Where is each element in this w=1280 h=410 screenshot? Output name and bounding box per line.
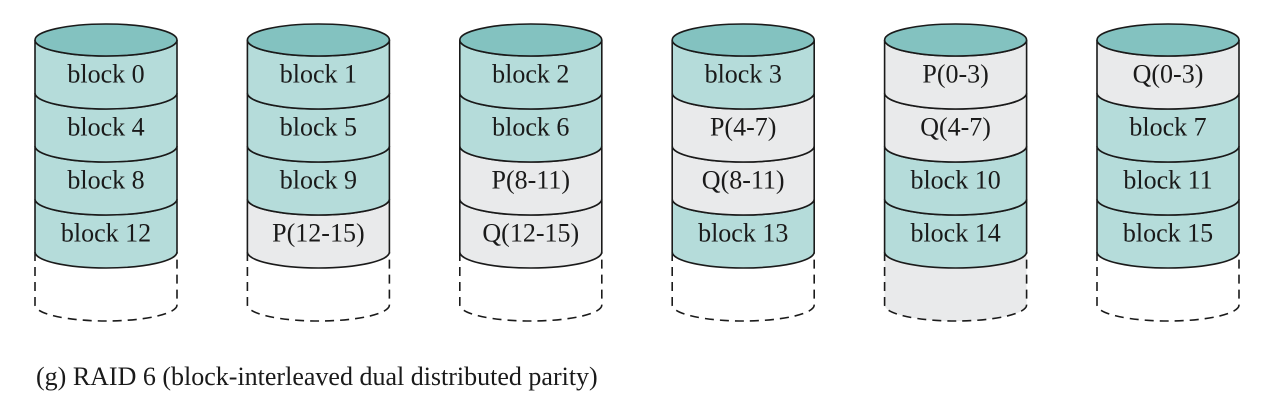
block-label: block 0 xyxy=(67,60,144,89)
disk-1: P(12-15) block 9 block 5 block 1 xyxy=(246,23,391,322)
spare-space-fill xyxy=(884,252,1027,321)
disk-block: Q(4-7) xyxy=(883,92,1028,163)
disk-block: block 14 xyxy=(883,198,1028,269)
disk-0: block 12 block 8 block 4 block 0 xyxy=(34,23,178,322)
block-label: block 1 xyxy=(280,60,357,89)
disk-block: block 15 xyxy=(1096,198,1240,269)
block-label: P(4-7) xyxy=(710,113,776,142)
disk-top-cap xyxy=(458,23,603,57)
block-label: P(12-15) xyxy=(272,219,364,248)
block-label: P(8-11) xyxy=(492,166,570,195)
block-label: block 14 xyxy=(910,219,1000,248)
block-label: block 3 xyxy=(705,60,782,89)
disk-top-cap xyxy=(883,23,1028,57)
disk-block: Q(8-11) xyxy=(671,145,815,216)
disk-4: block 14 block 10 Q(4-7) P(0-3) xyxy=(883,23,1028,322)
disk-block: block 5 xyxy=(246,92,391,163)
block-label: block 6 xyxy=(492,113,569,142)
disk-block: block 1 xyxy=(246,39,391,110)
disk-top-cap xyxy=(1096,23,1240,57)
disk-block: block 12 xyxy=(34,198,178,269)
block-label: Q(8-11) xyxy=(702,166,785,195)
block-label: Q(4-7) xyxy=(920,113,991,142)
block-label: P(0-3) xyxy=(922,60,988,89)
raid6-diagram: block 12 block 8 block 4 block 0 P(12-15) blo… xyxy=(34,23,1240,322)
disk-block: P(12-15) xyxy=(246,198,391,269)
spare-space-outline xyxy=(883,252,1028,322)
disk-block: block 0 xyxy=(34,39,178,110)
disk-2: Q(12-15) P(8-11) block 6 block 2 xyxy=(458,23,603,322)
figure-caption: (g) RAID 6 (block-interleaved dual distr… xyxy=(36,362,598,391)
block-label: block 13 xyxy=(698,219,788,248)
spare-space-outline xyxy=(1096,252,1240,322)
block-label: Q(12-15) xyxy=(482,219,579,248)
disk-block: Q(12-15) xyxy=(459,198,603,269)
block-label: Q(0-3) xyxy=(1133,60,1204,89)
disk-block: block 9 xyxy=(246,145,391,216)
block-label: block 4 xyxy=(67,113,144,142)
disk-3: block 13 Q(8-11) P(4-7) block 3 xyxy=(671,23,816,322)
disk-block: block 3 xyxy=(671,39,815,110)
spare-space-outline xyxy=(459,252,603,322)
disk-5: block 15 block 11 block 7 Q(0-3) xyxy=(1096,23,1240,322)
block-label: block 11 xyxy=(1123,166,1212,195)
disk-block: P(8-11) xyxy=(459,145,603,216)
spare-space-outline xyxy=(34,252,178,322)
block-label: block 12 xyxy=(61,219,151,248)
block-label: block 5 xyxy=(280,113,357,142)
block-label: block 7 xyxy=(1129,113,1206,142)
block-label: block 9 xyxy=(280,166,357,195)
spare-space-outline xyxy=(671,252,815,322)
disk-block: block 7 xyxy=(1096,92,1240,163)
disk-block: block 11 xyxy=(1096,145,1240,216)
block-label: block 2 xyxy=(492,60,569,89)
disk-block: block 6 xyxy=(459,92,603,163)
disk-block: block 8 xyxy=(34,145,178,216)
block-label: block 8 xyxy=(67,166,144,195)
spare-space-outline xyxy=(246,252,391,322)
block-label: block 10 xyxy=(910,166,1000,195)
disk-top-cap xyxy=(246,23,391,57)
block-label: block 15 xyxy=(1123,219,1213,248)
disk-top-cap xyxy=(671,23,816,57)
disk-block: block 2 xyxy=(459,39,603,110)
disk-block: P(0-3) xyxy=(883,39,1028,110)
disk-top-cap xyxy=(34,23,178,57)
